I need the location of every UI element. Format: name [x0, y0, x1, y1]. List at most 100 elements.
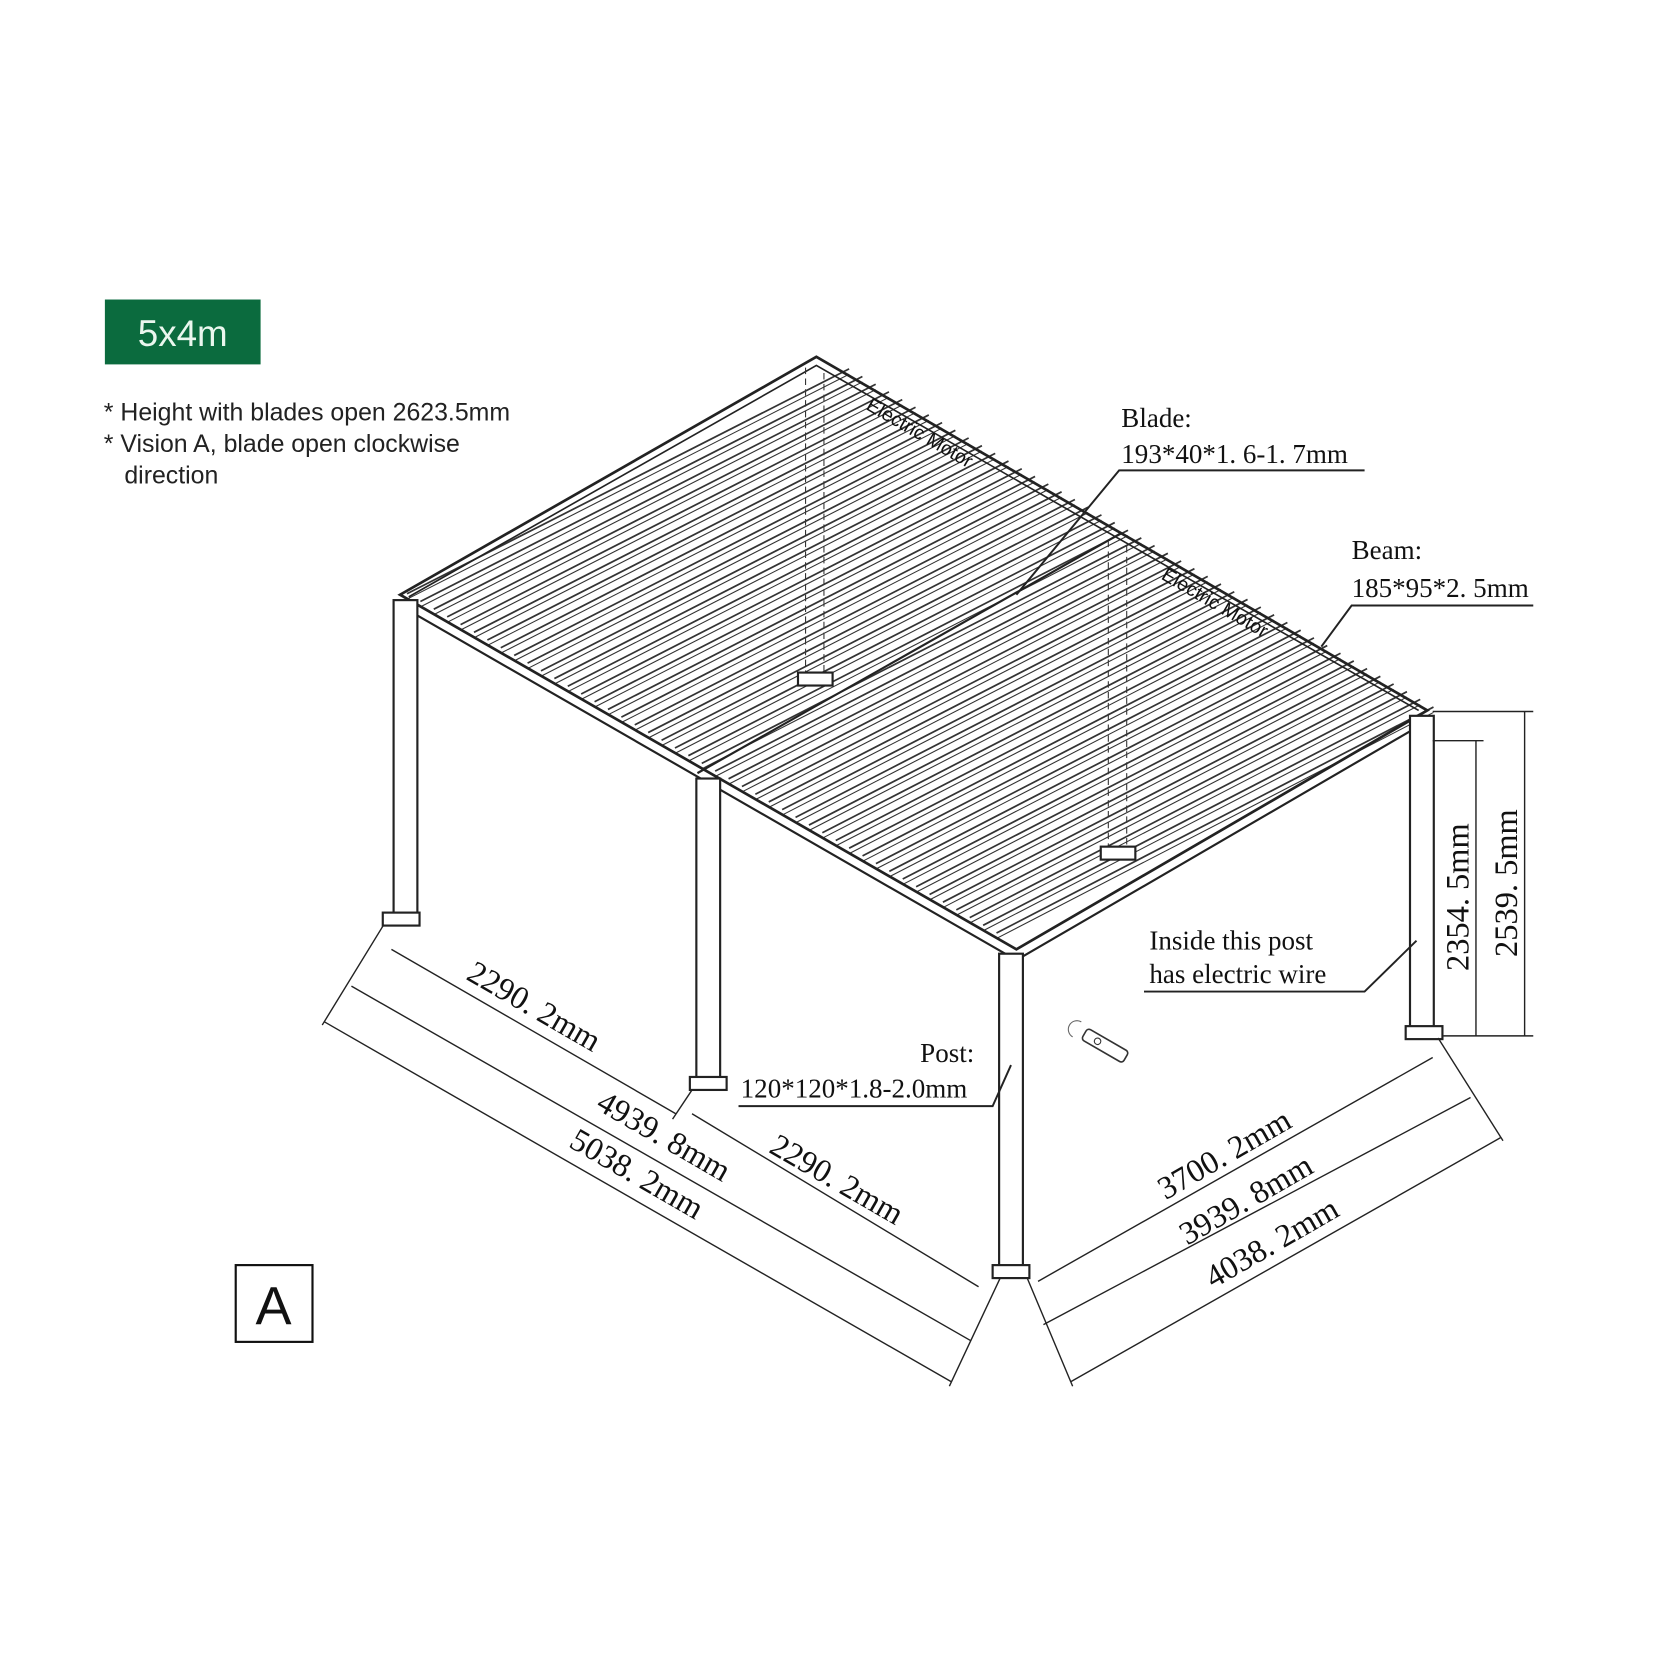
motor-label-1: Electric Motor	[863, 394, 977, 473]
blade-line	[915, 665, 1355, 893]
blade-line	[473, 406, 916, 634]
blade-line	[554, 458, 996, 685]
post-middle	[695, 777, 722, 1083]
blade-line	[795, 590, 1235, 819]
blade-line	[969, 690, 1408, 919]
blade-line	[634, 504, 1076, 731]
blade-line	[473, 412, 916, 639]
blade-line	[607, 483, 1049, 711]
blade-line	[687, 529, 1129, 757]
blade-line	[728, 552, 1169, 780]
blade-line	[755, 573, 1195, 801]
blade-line	[982, 698, 1421, 927]
blade-line	[540, 450, 983, 677]
beam-title: Beam:	[1352, 535, 1423, 565]
remote-control-icon	[1067, 1020, 1129, 1063]
blade-line	[460, 404, 903, 631]
blade-line	[647, 506, 1089, 734]
blade-line	[674, 521, 1116, 749]
note-vision-cont: direction	[124, 461, 218, 489]
view-label: A	[256, 1277, 292, 1337]
blade-line	[580, 473, 1023, 700]
blade-line	[848, 627, 1288, 855]
blade-line	[620, 491, 1063, 718]
blade-line	[540, 444, 983, 672]
post-left	[392, 599, 419, 919]
blade-line	[848, 621, 1288, 849]
blade-line	[460, 398, 903, 626]
post-right	[1408, 714, 1435, 1031]
blade-line	[701, 537, 1142, 765]
dim-left-span-1: 2290. 2mm	[461, 954, 607, 1059]
beam-spec: 185*95*2. 5mm	[1352, 573, 1529, 603]
size-badge	[104, 299, 261, 365]
blade-line	[781, 583, 1222, 811]
motor-box-2	[1099, 845, 1137, 861]
blade-line	[808, 598, 1248, 826]
blade-line	[768, 581, 1208, 808]
blade-line	[420, 381, 863, 608]
blade-line	[607, 489, 1049, 716]
blade-line	[500, 427, 943, 654]
beam-callout: Beam: 185*95*2. 5mm	[1320, 535, 1534, 648]
post-spec: 120*120*1.8-2.0mm	[741, 1074, 968, 1104]
blade-line	[567, 466, 1009, 693]
blade-line	[406, 373, 850, 600]
size-badge-label: 5x4m	[138, 313, 228, 354]
blade-line	[781, 588, 1222, 816]
post-callout: Post: 120*120*1.8-2.0mm	[738, 1038, 1012, 1108]
blade-line	[902, 652, 1341, 880]
blade-line	[527, 437, 970, 664]
blade-line	[835, 619, 1275, 847]
blade-line	[580, 467, 1023, 695]
blade-line	[621, 496, 1062, 724]
blade-line	[795, 596, 1235, 824]
blade-line	[996, 706, 1434, 934]
view-label-box	[234, 1264, 314, 1343]
note-height: * Height with blades open 2623.5mm	[104, 399, 510, 427]
blade-line	[446, 391, 890, 618]
blade-line	[487, 419, 930, 646]
blade-line	[647, 512, 1089, 739]
blade-line	[446, 396, 890, 623]
blade-line	[661, 514, 1102, 742]
blade-line	[714, 550, 1155, 777]
blade-line	[982, 704, 1421, 932]
blade-line	[835, 614, 1275, 842]
blade-line	[714, 544, 1155, 772]
posts	[381, 599, 1444, 1280]
blade-spec: 193*40*1. 6-1. 7mm	[1121, 439, 1348, 469]
blade-line	[527, 442, 969, 670]
blade-line	[929, 667, 1368, 896]
blade-callout: Blade: 193*40*1. 6-1. 7mm	[1015, 403, 1365, 596]
blade-line	[553, 452, 996, 680]
blade-line	[567, 460, 1009, 688]
blade-line	[741, 565, 1182, 793]
blade-line	[433, 389, 876, 616]
blade-title: Blade:	[1121, 403, 1192, 433]
blade-line	[808, 604, 1248, 831]
blade-line	[728, 558, 1169, 785]
blade-line	[822, 612, 1262, 839]
dim-height-clear: 2354. 5mm	[1440, 823, 1476, 971]
post-title: Post:	[920, 1038, 974, 1068]
post-front	[998, 952, 1024, 1271]
blade-line	[486, 414, 930, 641]
blade-line	[500, 421, 943, 649]
blade-line	[821, 606, 1262, 834]
blade-line	[862, 629, 1302, 857]
blade-line	[942, 681, 1381, 909]
blade-line	[594, 481, 1036, 708]
blade-line	[915, 660, 1355, 888]
motor-box-1	[796, 671, 834, 687]
wire-line-2: has electric wire	[1149, 959, 1326, 989]
blade-line	[942, 675, 1381, 903]
blade-line	[889, 650, 1328, 878]
wire-callout: Inside this post has electric wire	[1144, 925, 1418, 993]
dim-left-span-2: 2290. 2mm	[764, 1127, 910, 1232]
blade-line	[594, 475, 1036, 703]
blade-line	[862, 635, 1301, 862]
blade-line	[513, 435, 956, 662]
wire-line-1: Inside this post	[1149, 925, 1313, 955]
